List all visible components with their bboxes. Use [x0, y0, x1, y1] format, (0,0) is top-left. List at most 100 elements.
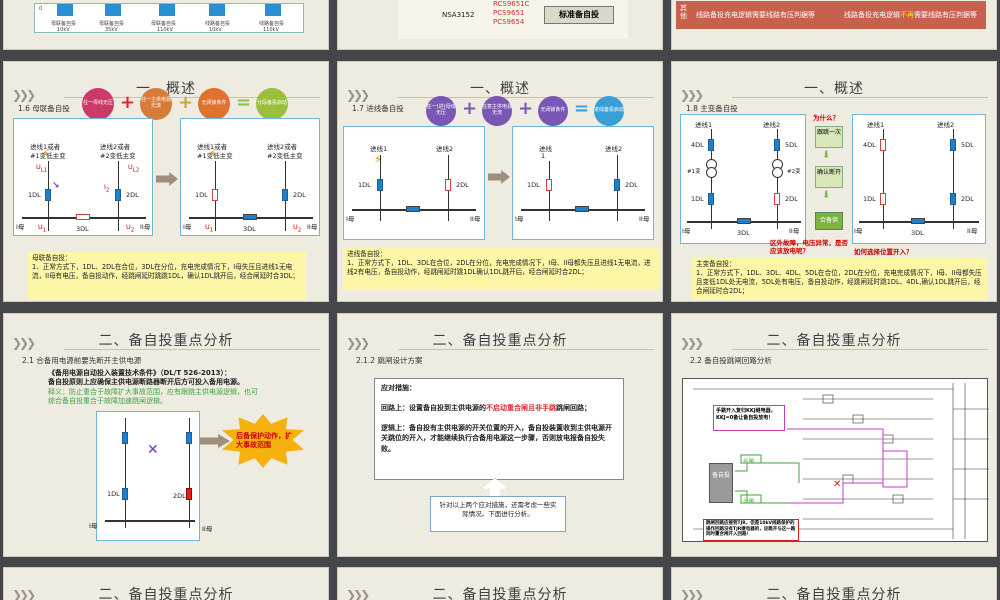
slide-transformer-backup[interactable]: ❯❯❯ 一、概述 1.8 主变备自投 进线1 进线2 4DL 5DL #1变 #… — [671, 61, 997, 302]
transformer-label: #2变 — [787, 169, 801, 175]
bus-label: II母 — [202, 525, 213, 533]
note-heading: 母联备自投： — [32, 254, 72, 262]
breaker-label: 4DL — [863, 141, 876, 149]
condition-bubble: 无闭锁条件 — [538, 96, 568, 126]
breaker-label: 3DL — [911, 229, 924, 237]
breaker-1dl — [45, 189, 51, 201]
source-label: 进线 — [539, 145, 552, 153]
col-type: 母联备自投 — [99, 21, 125, 27]
breaker-2dl — [115, 189, 121, 201]
result-bubble: 分段备投启动 — [256, 88, 288, 120]
slide-title: 二、备自投重点分析 — [432, 587, 568, 600]
transition-arrow-icon — [488, 170, 510, 184]
source-label: 进线2或者 — [100, 143, 131, 151]
lightning-icon: ⚡ — [209, 147, 217, 160]
explanation-line: 综合备自投重合于故障加速跳闸逻辑。 — [48, 397, 167, 405]
consequence-label: 后备保护动作，扩大事故范围 — [236, 432, 292, 449]
slide-trip-design[interactable]: ❯❯❯ 二、备自投重点分析 2.1.2 跳闸设计方案 应对措施： 回路上：设置备… — [337, 313, 663, 557]
slide-top-right[interactable]: 其他 线路备投充电逻辑需要线路有压判据等 线路备投充电逻辑不再需要线路有压判据等 — [671, 0, 997, 50]
condition-bubble: 任意主供电源无流 — [482, 96, 512, 126]
schematic-lines: ✕ — [693, 383, 989, 539]
slide-subtitle: 1.8 主变备自投 — [686, 104, 738, 113]
breaker-label: 4DL — [691, 141, 704, 149]
slide-bottom-middle[interactable]: ❯❯❯ 二、备自投重点分析 — [337, 567, 663, 600]
note-box-top: 手跳开入复归KKJ继电器，KKJ=0备让备自投放电！ — [713, 405, 785, 431]
note-box-bottom: 跳闸回路应接到TJR，但是10kV线路保护的操作回路没有TJR继电器的，应跳开与… — [703, 519, 799, 541]
source-label: 进线1 — [695, 121, 713, 129]
breaker-3dl — [243, 214, 257, 220]
diagram-before: 进线1 进线2 4DL 5DL #1变 #2变 1DL 2DL 3DL I母 I… — [680, 114, 806, 244]
slide-bus-coupler-backup[interactable]: ❯❯❯ 一、概述 1.6 母联备自投 任一母线无压 + 任一主供电源无流 + 无… — [3, 61, 329, 302]
device-table: NSA3152 RCS9651C PCS9651 PCS9654 标准备自投 — [398, 0, 628, 39]
condition-bubble: 无闭锁条件 — [198, 88, 230, 120]
plus-icon: + — [462, 98, 478, 119]
source-label: 进线2 — [436, 145, 454, 153]
col-voltage: 110kV — [263, 27, 279, 33]
breaker-4dl — [880, 139, 886, 151]
bus-voltage: U1 — [205, 223, 214, 234]
col-type: 母联备自投 — [51, 21, 77, 27]
col-voltage: 10kV — [209, 27, 222, 33]
slide-title: 二、备自投重点分析 — [98, 333, 234, 349]
compare-text-1: 线路备投充电逻辑需要线路有压判据等 — [696, 11, 815, 19]
source-label: 1 — [541, 152, 546, 160]
source-label: 进线1或者 — [30, 143, 61, 151]
measures-box: 应对措施： 回路上：设置备自投到主供电源的不启动重合闸且非手跳跳闸回路； 逻辑上… — [374, 378, 624, 480]
condition-bubble: 任一(进)母线无压 — [426, 96, 456, 126]
condition-bubble: 任一主供电源无流 — [140, 88, 172, 120]
col-type: 线路备自投 — [205, 21, 231, 27]
title-rule — [64, 349, 320, 350]
bus-label: I母 — [515, 215, 524, 223]
breaker-label: 3DL — [243, 225, 256, 233]
lightning-icon: ⚡ — [374, 153, 382, 166]
feeder-line — [125, 418, 126, 528]
diagram-after: 进线1或者 #1变低主变 进线2或者 #2变低主变 1DL 2DL ⚡ 3DL … — [180, 118, 320, 236]
slide-bottom-right[interactable]: ❯❯❯ 二、备自投重点分析 — [671, 567, 997, 600]
breaker-label: 3DL — [737, 229, 750, 237]
backup-device-box: 备自投 — [709, 463, 733, 503]
note-body: 1、正常方式下，1DL、2DL在合位，3DL在分位，充电完成情况下，I母失压且进… — [32, 262, 299, 280]
source-label: 进线2 — [605, 145, 623, 153]
slide-trip-main-first[interactable]: ❯❯❯ 二、备自投重点分析 2.1 合备用电源前要先断开主供电源 《备用电源自动… — [3, 313, 329, 557]
breaker-4dl — [708, 139, 714, 151]
slide-subtitle: 1.6 母联备自投 — [18, 104, 70, 113]
current-label: I2 — [104, 183, 110, 194]
breaker-1dl — [880, 193, 886, 205]
loop-measure: 回路上：设置备自投到主供电源的不启动重合闸且非手跳跳闸回路； — [381, 404, 591, 413]
slide-top-middle[interactable]: NSA3152 RCS9651C PCS9651 PCS9654 标准备自投 — [337, 0, 663, 50]
source-label: 进线1 — [867, 121, 885, 129]
bus-label: I母 — [682, 227, 691, 235]
slide-incoming-line-backup[interactable]: ❯❯❯ 一、概述 1.7 进线备自投 任一(进)母线无压 + 任意主供电源无流 … — [337, 61, 663, 302]
breaker-label: 2DL — [173, 492, 186, 500]
source-label: #1变低主变 — [30, 152, 66, 160]
chevron-arrows-icon: ❯❯❯ — [680, 88, 704, 102]
up-arrow-icon — [482, 478, 508, 496]
slide-trip-circuit-analysis[interactable]: ❯❯❯ 二、备自投重点分析 2.2 备自投跳闸回路分析 — [671, 313, 997, 557]
breaker-3dl — [76, 214, 90, 220]
breaker-2dl — [774, 193, 780, 205]
breaker-1dl — [708, 193, 714, 205]
title-rule — [732, 97, 988, 98]
table-cell-fill — [159, 4, 175, 16]
slide-title: 二、备自投重点分析 — [432, 333, 568, 349]
source-label: 进线2或者 — [267, 143, 298, 151]
breaker-label: 1DL — [527, 181, 540, 189]
feeder-line — [883, 129, 884, 229]
fault-arrow-icon: ↘ — [52, 181, 60, 191]
result-bubble: 进线备投启动 — [594, 96, 624, 126]
lightning-icon: ⚡ — [42, 147, 50, 160]
slide-bottom-left[interactable]: ❯❯❯ 二、备自投重点分析 — [3, 567, 329, 600]
equals-icon: = — [574, 98, 590, 119]
plus-icon: + — [518, 98, 534, 119]
explanation-note: 母联备自投： 1、正常方式下，1DL、2DL在合位，3DL在分位，充电完成情况下… — [28, 252, 306, 300]
feeder-line — [777, 129, 778, 229]
slide-top-left[interactable]: 0 母联备自投 母联备自投 母联备自投 线路备自投 线路备自投 10kV 35k… — [3, 0, 329, 50]
breaker-3dl — [911, 218, 925, 224]
arrow-icon — [200, 434, 230, 448]
compare-text-2: 线路备投充电逻辑不再需要线路有压判据等 — [844, 11, 977, 19]
transformer-label: #1变 — [687, 169, 701, 175]
title-rule — [732, 349, 988, 350]
step-box: 跟跳一次 — [815, 126, 843, 148]
bus-label: II母 — [307, 223, 318, 231]
breaker-2dl — [282, 189, 288, 201]
